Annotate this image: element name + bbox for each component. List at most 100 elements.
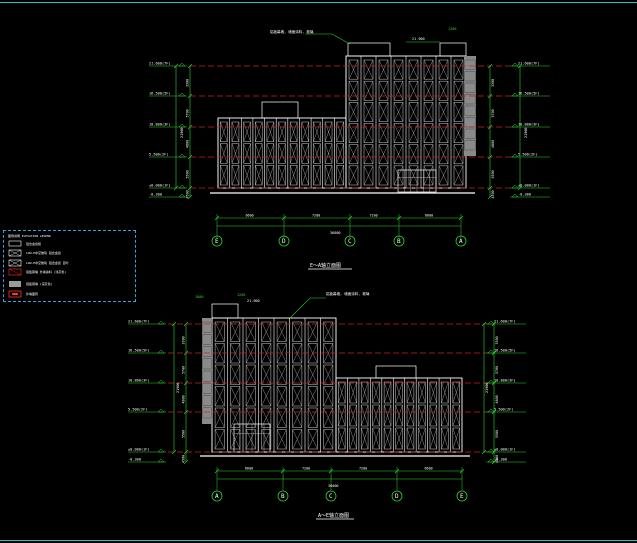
window-pane-cross bbox=[423, 102, 434, 122]
curtain-wall-panel bbox=[464, 140, 476, 151]
window-pane-cross bbox=[323, 364, 334, 385]
curtain-wall-panel bbox=[464, 71, 476, 82]
dimension-tick bbox=[187, 63, 193, 69]
axis-label: D bbox=[395, 493, 399, 500]
frame-bottom-border bbox=[0, 540, 637, 541]
window-pane-cross bbox=[453, 165, 464, 186]
dimension-tick bbox=[491, 409, 497, 415]
window-pane-cross bbox=[349, 404, 357, 427]
level-marker-symbol bbox=[157, 448, 165, 453]
axis-label: A bbox=[459, 238, 463, 245]
window-pane bbox=[429, 427, 438, 450]
level-marker-symbol bbox=[178, 184, 186, 189]
window-pane-cross bbox=[220, 121, 228, 142]
level-marker-symbol bbox=[178, 92, 186, 97]
bottom-roof-dim-2: 1200 bbox=[237, 293, 245, 297]
legend-swatch-red-box bbox=[8, 290, 22, 298]
window-pane bbox=[254, 121, 263, 142]
level-label-right: 10.800(3F) bbox=[518, 123, 540, 127]
vertical-dimension-label: 5500 bbox=[495, 430, 499, 438]
level-marker-symbol bbox=[511, 92, 519, 97]
window-pane-cross bbox=[429, 381, 437, 404]
window-pane bbox=[395, 404, 403, 427]
window-pane bbox=[324, 165, 333, 186]
window-pane bbox=[214, 321, 225, 342]
window-pane-cross bbox=[338, 381, 346, 404]
horizontal-dimension-label: 6600 bbox=[425, 467, 433, 471]
level-label-left: 16.500(5F) bbox=[149, 92, 171, 96]
curtain-wall-panel bbox=[464, 59, 476, 70]
dimension-tick bbox=[183, 350, 189, 356]
window-pane bbox=[230, 343, 241, 364]
window-pane-cross bbox=[423, 59, 434, 80]
window-pane bbox=[289, 121, 298, 142]
window-pane bbox=[276, 386, 287, 407]
window-pane bbox=[378, 165, 389, 186]
window-pane bbox=[307, 429, 318, 450]
window-pane-cross bbox=[452, 381, 460, 404]
window-pane-cross bbox=[393, 59, 404, 80]
top-total-height-right: 21900 bbox=[524, 127, 528, 138]
window-pane-cross bbox=[393, 81, 404, 101]
curtain-wall-panel bbox=[464, 128, 476, 139]
window-pane bbox=[349, 427, 357, 450]
window-pane bbox=[453, 80, 464, 101]
window-pane-cross bbox=[266, 143, 275, 164]
dimension-tick bbox=[183, 409, 189, 415]
axis-bubble bbox=[325, 490, 337, 502]
level-marker-symbol bbox=[157, 408, 165, 413]
window-pane bbox=[324, 143, 333, 164]
window-pane-cross bbox=[438, 165, 449, 186]
window-pane bbox=[261, 407, 272, 428]
window-pane bbox=[278, 143, 286, 164]
window-pane-cross bbox=[452, 404, 460, 427]
window-pane-cross bbox=[231, 121, 240, 142]
window-pane bbox=[301, 165, 310, 186]
window-pane-cross bbox=[278, 121, 286, 142]
window-pane-cross bbox=[307, 407, 318, 428]
window-pane-cross bbox=[231, 165, 240, 186]
window-pane-cross bbox=[438, 81, 449, 101]
vertical-dimension-label: 4800 bbox=[182, 395, 186, 403]
window-pane bbox=[441, 427, 449, 450]
window-pane bbox=[393, 102, 404, 122]
window-pane bbox=[338, 427, 346, 450]
window-pane bbox=[378, 80, 389, 101]
vertical-dimension-label: 5700 bbox=[182, 366, 186, 374]
window-pane bbox=[423, 59, 434, 80]
window-pane bbox=[245, 386, 256, 407]
level-marker-symbol bbox=[511, 153, 519, 158]
window-pane bbox=[452, 381, 460, 404]
window-pane-cross bbox=[261, 321, 272, 342]
level-marker-symbol bbox=[487, 379, 495, 384]
window-pane bbox=[307, 364, 318, 385]
legend-heading: 图例说明 ELEVATION LEGEND bbox=[8, 233, 51, 238]
legend-item: 铝板幕墙 外墙涂料 (浅灰色) bbox=[8, 268, 66, 276]
window-pane bbox=[214, 364, 225, 385]
window-pane-cross bbox=[393, 102, 404, 122]
window-pane-cross bbox=[214, 429, 225, 450]
window-pane bbox=[418, 427, 426, 450]
vertical-dimension-label: 5700 bbox=[186, 109, 190, 117]
window-pane bbox=[348, 123, 359, 143]
bottom-elevation: 21.600(7F)21.600(7F)16.500(5F)16.500(5F)… bbox=[128, 297, 526, 502]
window-pane bbox=[214, 386, 225, 407]
window-pane-cross bbox=[245, 386, 256, 407]
window-pane-cross bbox=[438, 144, 449, 164]
level-label-right: 10.800(3F) bbox=[494, 379, 516, 383]
legend-item-label: 铝合金窗框 bbox=[26, 241, 41, 246]
level-marker-symbol bbox=[511, 193, 519, 198]
dimension-tick bbox=[487, 124, 493, 130]
window-pane-cross bbox=[408, 144, 419, 164]
window-pane-cross bbox=[266, 165, 275, 186]
level-label-right: -0.300 bbox=[518, 193, 531, 197]
window-pane-cross bbox=[395, 404, 403, 427]
window-pane-cross bbox=[323, 429, 334, 450]
window-pane bbox=[423, 123, 434, 143]
window-pane bbox=[245, 321, 256, 342]
window-pane-cross bbox=[372, 381, 380, 404]
level-marker-symbol bbox=[511, 123, 519, 128]
window-pane-cross bbox=[261, 343, 272, 364]
level-marker-symbol bbox=[487, 408, 495, 413]
